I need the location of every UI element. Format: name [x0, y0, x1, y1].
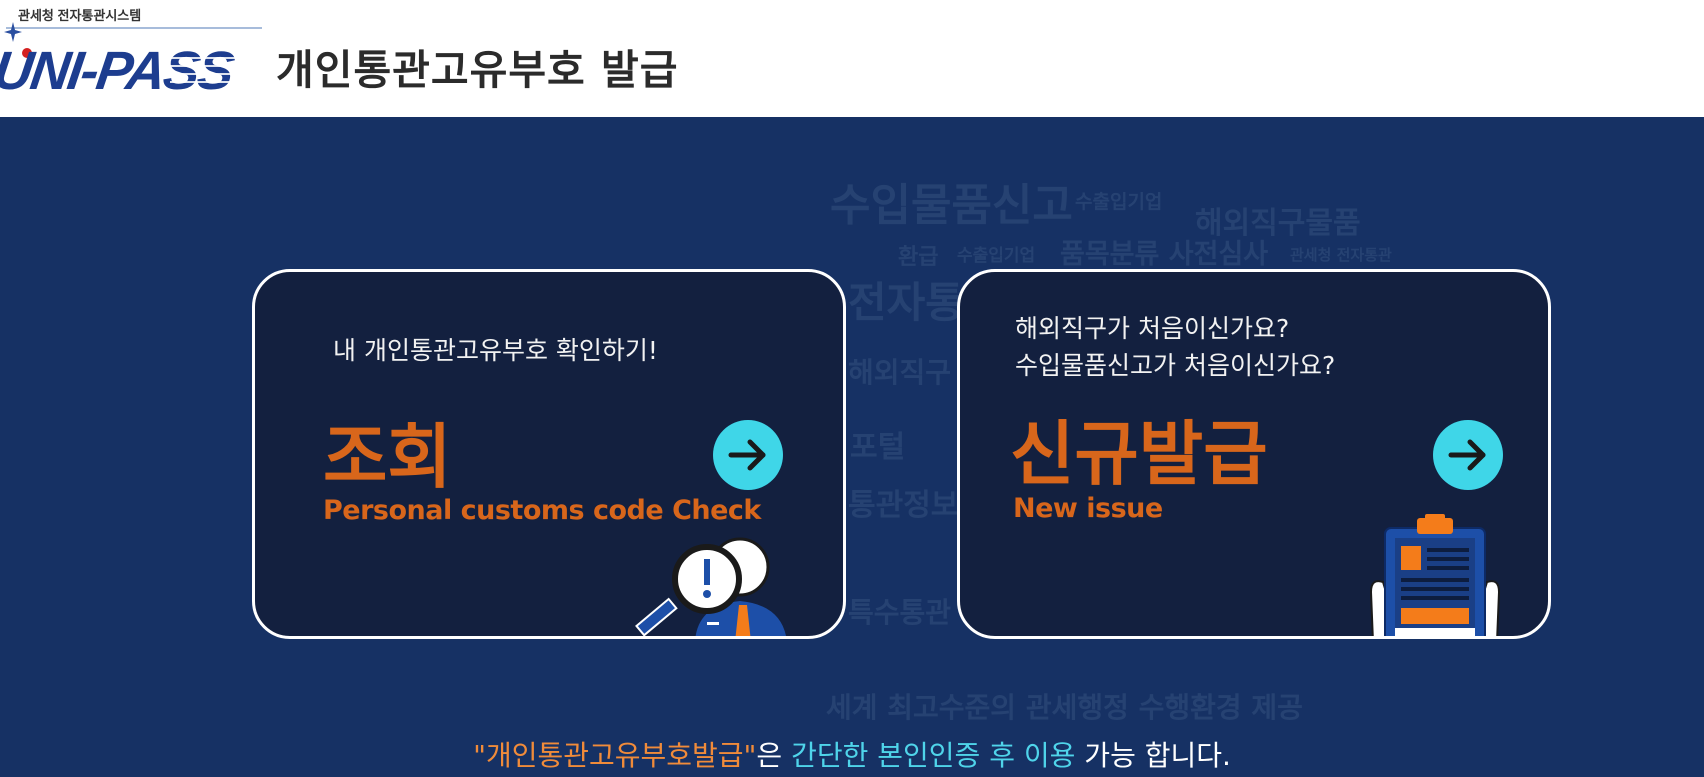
bg-word: 관세청 전자통관: [1290, 246, 1392, 264]
issue-card[interactable]: 해외직구가 처음이신가요? 수입물품신고가 처음이신가요? 신규발급 New i…: [957, 269, 1551, 639]
logo-text: UNI-PASS: [0, 41, 238, 100]
logo-caption: 관세청 전자통관시스템: [18, 8, 141, 23]
notice-part3: 간단한 본인인증 후 이용: [791, 739, 1076, 772]
lookup-title: 조회: [323, 416, 452, 498]
bg-word: 해외직구: [848, 356, 951, 389]
issue-subtitle: 해외직구가 처음이신가요? 수입물품신고가 처음이신가요?: [1015, 310, 1335, 384]
clipboard-document-icon: [1369, 514, 1501, 636]
issue-arrow-button[interactable]: [1433, 420, 1503, 490]
issue-subtitle-line: 수입물품신고가 처음이신가요?: [1015, 351, 1336, 380]
bg-word: 통관정보: [848, 488, 958, 523]
issue-subtitle-line: 해외직구가 처음이신가요?: [1015, 314, 1290, 343]
lookup-subtitle: 내 개인통관고유부호 확인하기!: [333, 332, 658, 369]
header: 관세청 전자통관시스템 UNI-PASS 개인통관고유부호 발급: [0, 0, 1704, 117]
bg-word: 환급: [898, 245, 938, 270]
notice-text: "개인통관고유부호발급"은 간단한 본인인증 후 이용 가능 합니다.: [0, 734, 1704, 774]
notice-part2: 은: [756, 739, 792, 772]
lookup-arrow-button[interactable]: [713, 420, 783, 490]
star-icon: [4, 22, 22, 42]
notice-part1: "개인통관고유부호발급": [473, 739, 757, 772]
notice-part4: 가능 합니다.: [1075, 739, 1231, 772]
lookup-card[interactable]: 내 개인통관고유부호 확인하기! 조회 Personal customs cod…: [252, 269, 846, 639]
page-title: 개인통관고유부호 발급: [276, 46, 679, 94]
bg-word: 수출입기업: [1075, 191, 1162, 213]
lookup-title-en: Personal customs code Check: [323, 495, 761, 526]
bg-word: 품목분류 사전심사: [1060, 239, 1268, 270]
bg-word: 수입물품신고: [830, 180, 1073, 231]
bg-word: 포털: [850, 430, 905, 465]
magnifier-person-icon: [635, 537, 786, 636]
bg-word: 해외직구물품: [1195, 206, 1361, 241]
main-area: 수입물품신고 수출입기업 해외직구물품 환급 수출입기업 품목분류 사전심사 관…: [0, 117, 1704, 777]
bg-word: 세계 최고수준의 관세행정 수행환경 제공: [826, 691, 1303, 724]
bg-word: 수출입기업: [957, 246, 1035, 266]
red-dot-icon: [22, 48, 32, 58]
issue-title-en: New issue: [1013, 493, 1163, 524]
bg-word: 특수통관: [848, 596, 951, 629]
arrow-right-icon: [1448, 439, 1486, 471]
arrow-right-icon: [728, 439, 766, 471]
issue-title: 신규발급: [1010, 413, 1268, 495]
unipass-logo[interactable]: 관세청 전자통관시스템 UNI-PASS: [0, 0, 270, 100]
lookup-subtitle-line: 내 개인통관고유부호 확인하기!: [333, 336, 658, 365]
background-word-cloud: 수입물품신고 수출입기업 해외직구물품 환급 수출입기업 품목분류 사전심사 관…: [826, 180, 1392, 724]
